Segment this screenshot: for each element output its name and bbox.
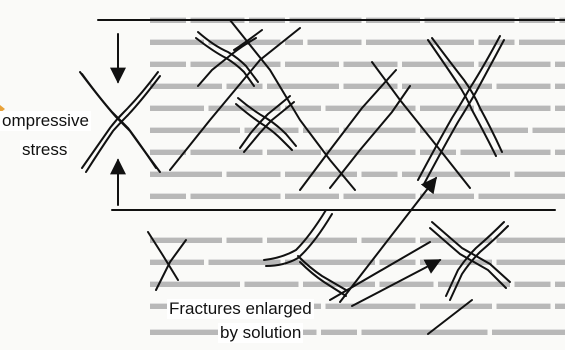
fractures-label-line2: by solution	[218, 323, 303, 343]
compressive-stress-label-line2: stress	[20, 140, 69, 160]
label-arrow-to-right-fracture	[340, 178, 436, 302]
fractures-label-line1: Fractures enlarged	[167, 299, 314, 319]
fracture-lower-tail	[428, 300, 472, 334]
fracture-x-small-lower	[148, 232, 186, 290]
fracture-x-compressive	[80, 72, 160, 172]
fracture-x-enlarged-middle	[236, 96, 296, 152]
fracture-x-enlarged-right	[418, 36, 504, 184]
fracture-x-enlarged-lower-right	[430, 222, 510, 300]
fracture-y-enlarged-lower	[264, 210, 346, 296]
label-arrow-to-lower-fracture	[352, 260, 440, 306]
compressive-stress-label-line1: ompressive	[0, 111, 91, 131]
fracture-x-enlarged-top	[196, 30, 262, 86]
